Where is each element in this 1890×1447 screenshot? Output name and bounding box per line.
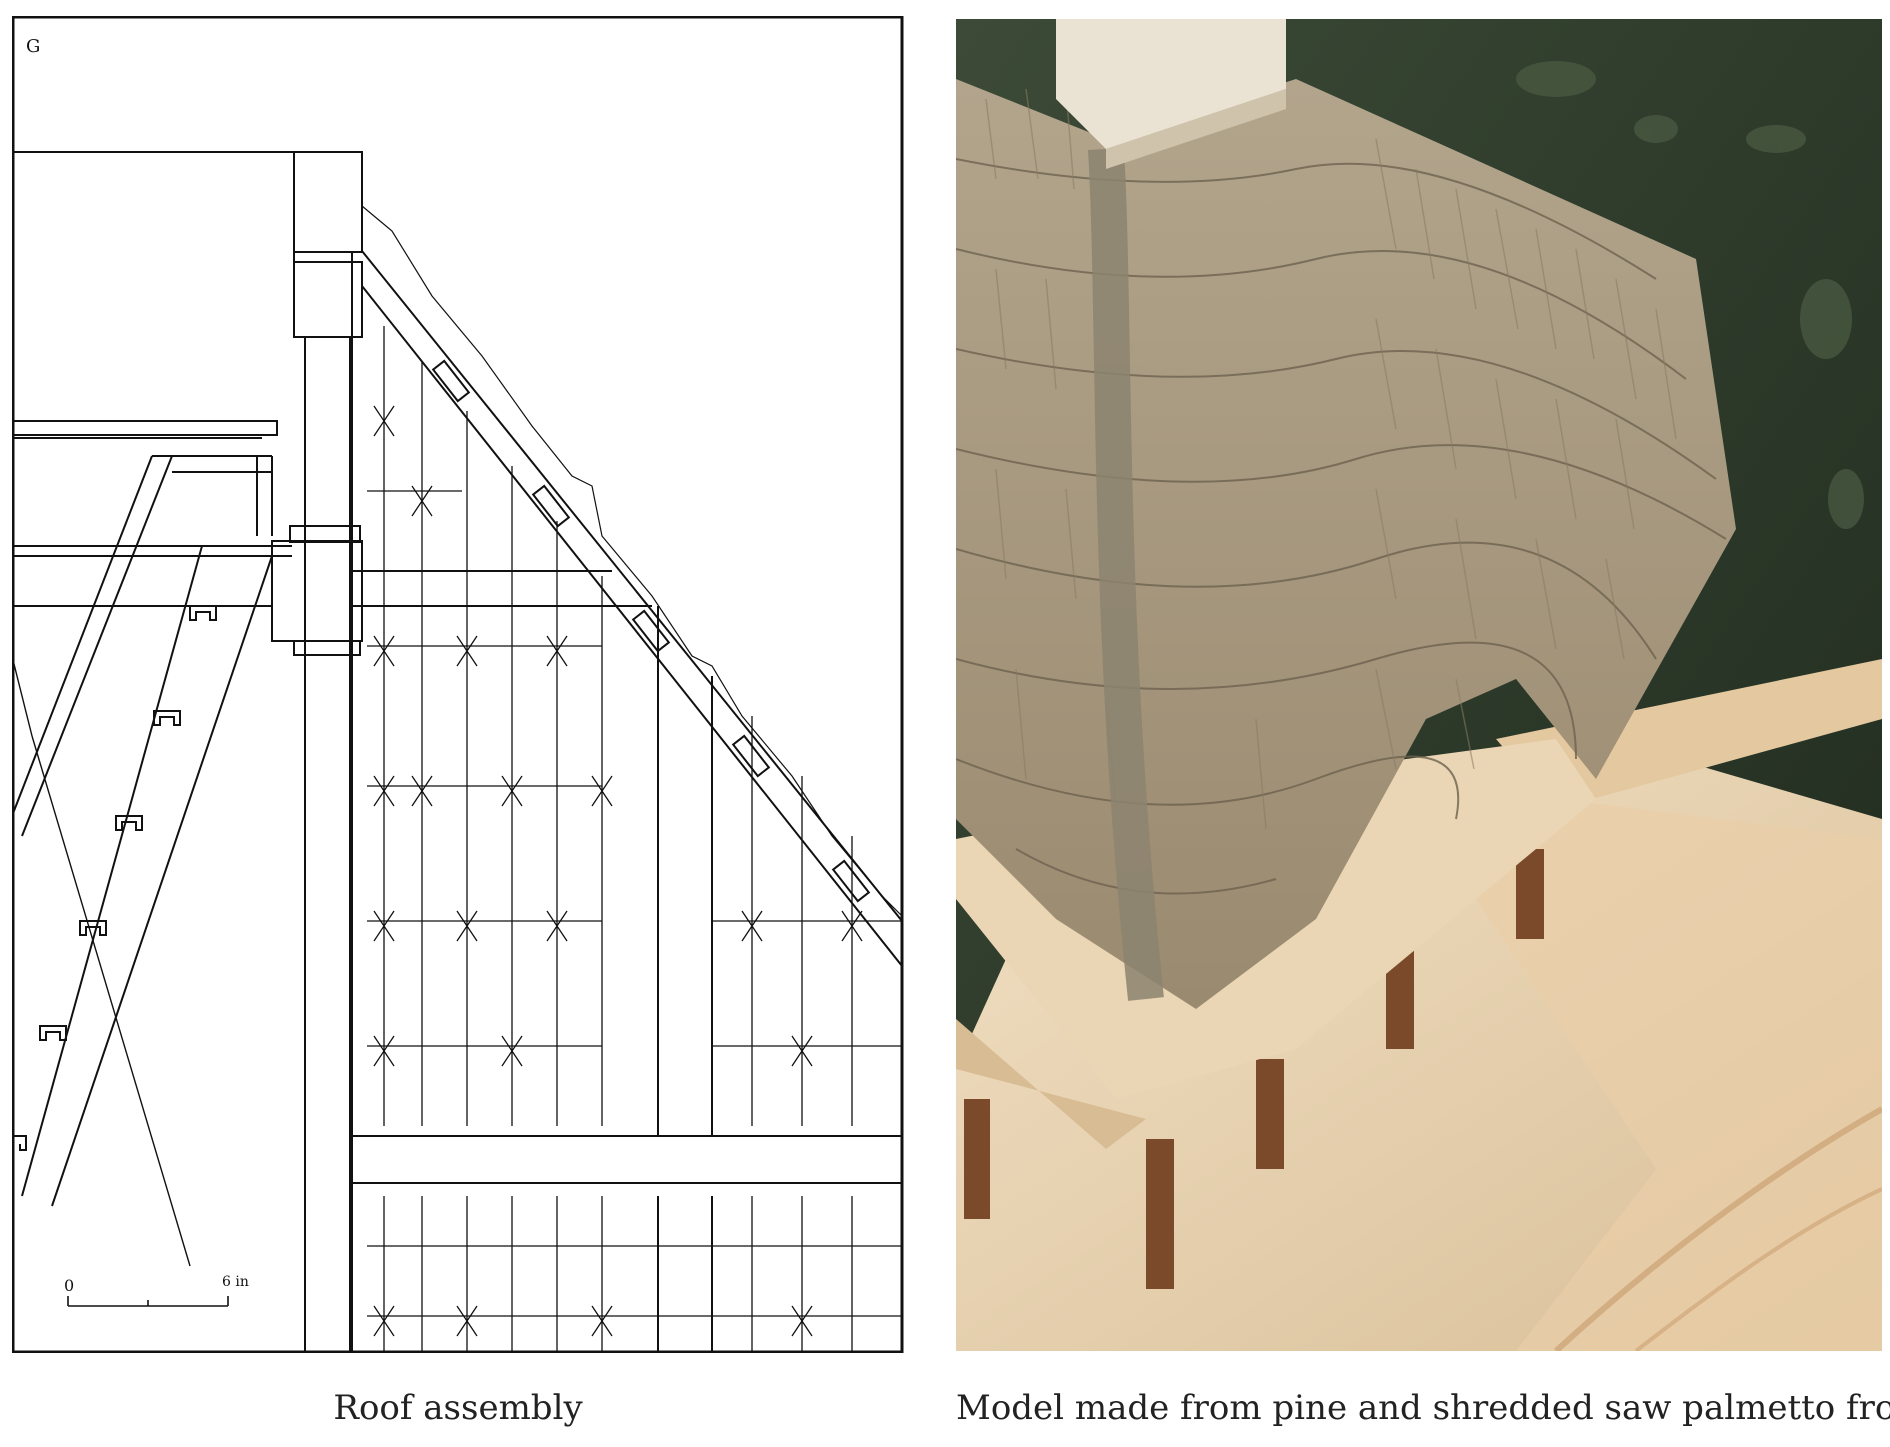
- roof-assembly-drawing: G 0 6 in: [12, 16, 904, 1353]
- post: [1256, 1059, 1284, 1169]
- post-cap: [293, 151, 363, 253]
- figure-letter: G: [26, 36, 40, 57]
- thatch-edge: [361, 205, 903, 917]
- roof-hip: [1088, 147, 1164, 1001]
- roof-slope-inner: [361, 285, 903, 967]
- caption-model: Model made from pine and shredded saw pa…: [956, 1388, 1890, 1428]
- ladder-rafter-right: [51, 555, 273, 1207]
- roof-slope-outer: [361, 250, 903, 922]
- roof-cap: [1056, 19, 1286, 149]
- ladder-rafter-left: [21, 545, 203, 1197]
- lath-grid: [367, 326, 902, 1352]
- thatched-roof: [956, 79, 1736, 1009]
- brace-line: [31, 735, 191, 1267]
- upper-beam: [12, 420, 278, 436]
- scale-bar: [67, 1296, 229, 1307]
- scale-end-label: 6 in: [222, 1274, 249, 1290]
- roof-drawing-svg: G 0 6 in: [12, 16, 904, 1353]
- thatch-texture: [956, 158, 1727, 895]
- post: [1516, 849, 1544, 939]
- leaves: [1516, 61, 1864, 529]
- drawing-frame: [12, 16, 904, 1353]
- post-joint-bottom: [293, 640, 361, 656]
- model-photo-svg: [956, 19, 1882, 1351]
- upper-block: [12, 151, 295, 262]
- caption-roof-assembly: Roof assembly: [333, 1388, 583, 1428]
- scale-start-label: 0: [64, 1276, 74, 1295]
- left-rafter-outer: [12, 455, 153, 817]
- post: [1146, 1139, 1174, 1289]
- model-photo: [956, 19, 1882, 1351]
- post-joint-top: [289, 525, 361, 543]
- post-upper-block: [293, 261, 363, 338]
- post: [964, 1099, 990, 1219]
